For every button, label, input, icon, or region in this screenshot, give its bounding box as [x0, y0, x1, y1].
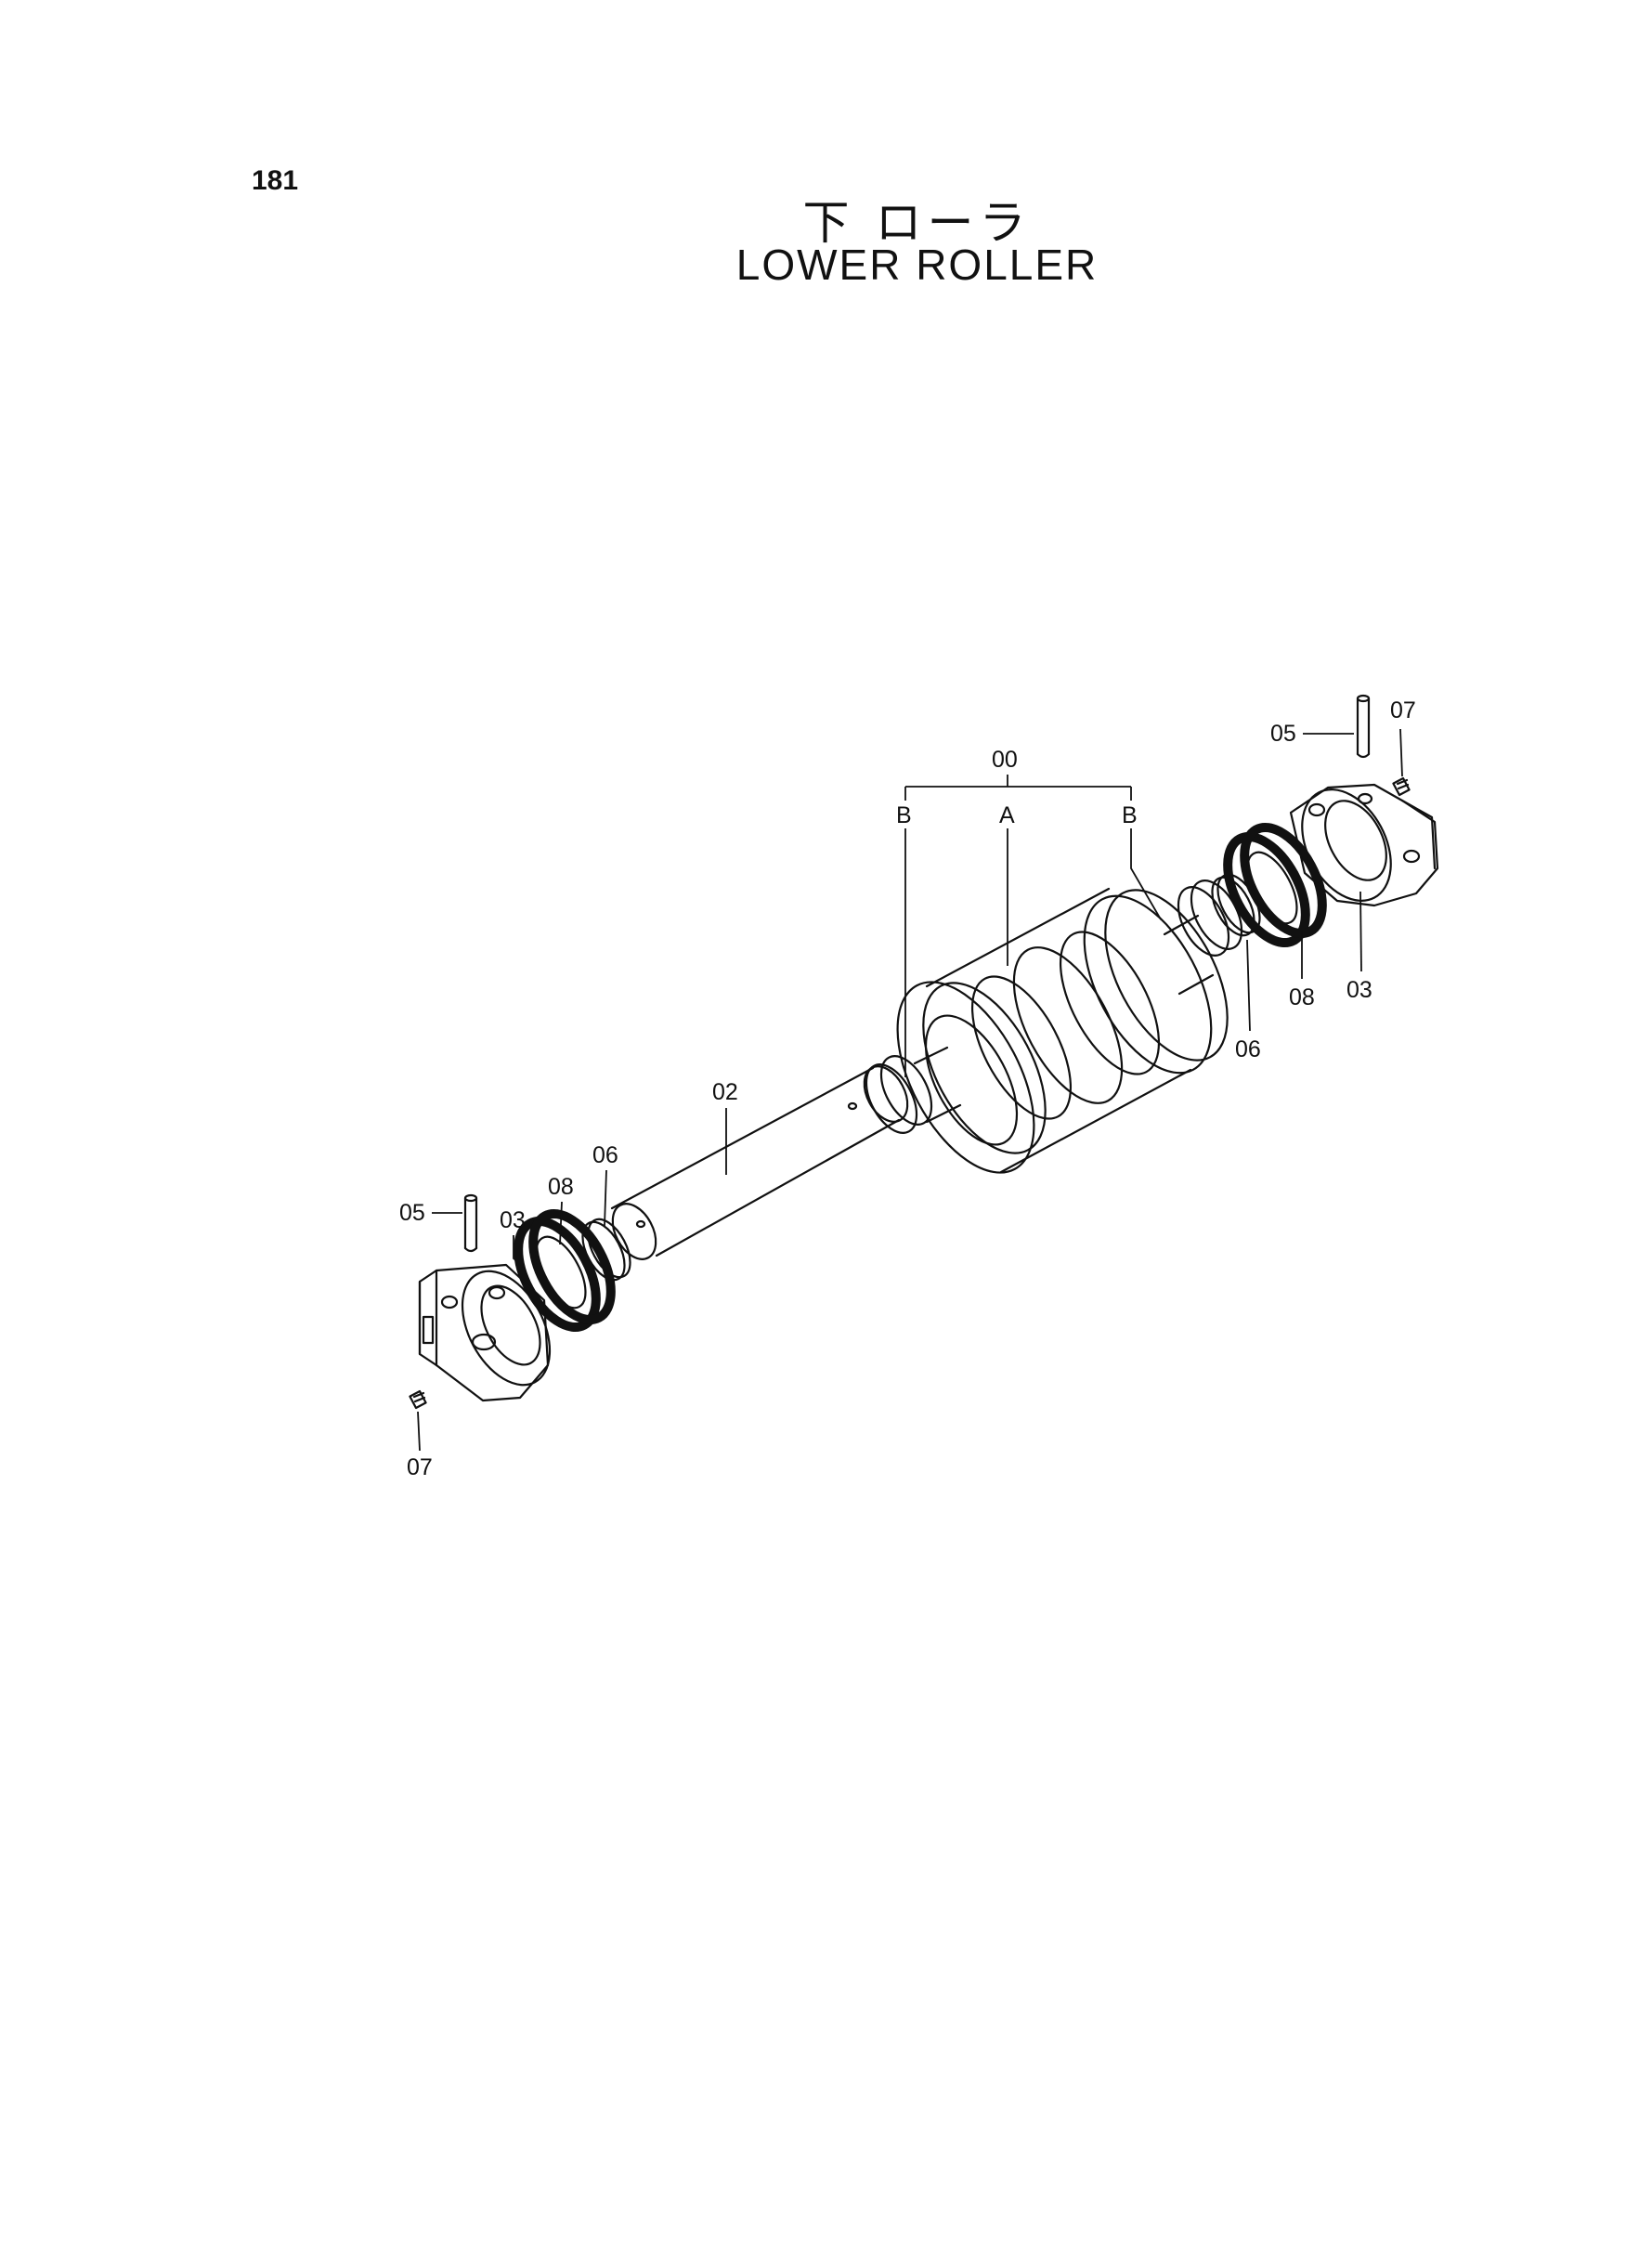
callout-plug-right: 07: [1390, 697, 1416, 723]
callout-assembly: 00: [992, 747, 1018, 773]
leader-lines: [417, 728, 1403, 1452]
callout-pin-right: 05: [1270, 721, 1296, 747]
collar-left-part: [865, 1046, 962, 1134]
callout-labels: 00 B A B 05 07 08 03 06 02 06 08 05 03 0…: [399, 697, 1416, 1480]
pin-left-part: [463, 1193, 478, 1253]
callout-seal-right: 08: [1289, 984, 1315, 1010]
callout-bracket-left: 03: [500, 1207, 526, 1233]
callout-bracket-right: 03: [1346, 977, 1372, 1003]
shaft-part: [610, 1065, 909, 1260]
title-english: LOWER ROLLER: [735, 241, 1099, 289]
callout-o-ring-left: 06: [592, 1142, 618, 1168]
callout-collar-left: B: [896, 802, 912, 828]
callout-seal-left: 08: [548, 1174, 574, 1200]
title-japanese: 下 ローラ: [802, 196, 1032, 250]
callout-plug-left: 07: [407, 1454, 433, 1480]
callout-shaft: 02: [712, 1079, 738, 1105]
callout-collar-right: B: [1122, 802, 1138, 828]
roller-part: [896, 887, 1229, 1174]
callout-pin-left: 05: [399, 1200, 425, 1226]
page-number: 181: [252, 165, 299, 196]
collar-right-part: [1163, 879, 1243, 996]
plug-left-part: [409, 1389, 427, 1410]
seal-left-part: [514, 1208, 616, 1333]
callout-roller: A: [999, 802, 1015, 828]
bracket-right-part: [1289, 783, 1439, 907]
bracket-left-part: [418, 1263, 552, 1402]
plug-right-part: [1392, 776, 1411, 797]
pin-right-part: [1356, 694, 1371, 759]
callout-o-ring-right: 06: [1235, 1036, 1261, 1062]
seal-right-part: [1223, 822, 1327, 948]
